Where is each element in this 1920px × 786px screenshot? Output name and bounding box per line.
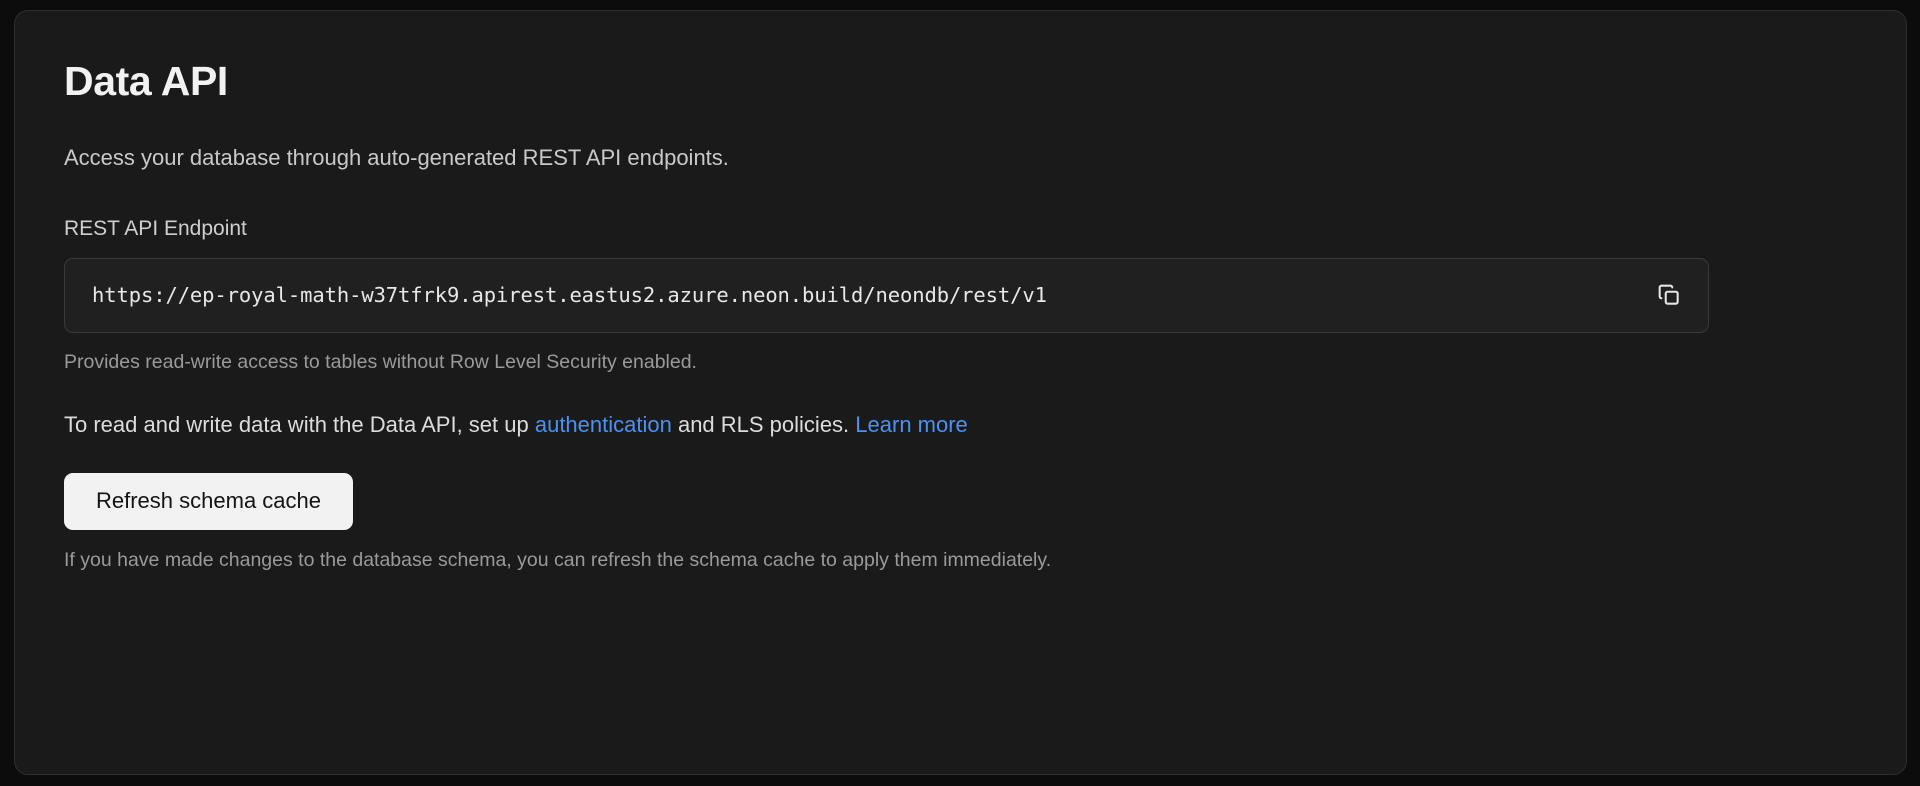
rls-middle-text: and RLS policies. <box>671 412 856 438</box>
endpoint-helper-text: Provides read-write access to tables wit… <box>64 350 697 373</box>
card-subtitle: Access your database through auto-genera… <box>64 145 729 170</box>
rls-instruction-line: To read and write data with the Data API… <box>64 411 1906 440</box>
endpoint-field-label: REST API Endpoint <box>64 216 247 240</box>
copy-icon <box>1656 282 1682 308</box>
page-title: Data API <box>64 58 228 104</box>
endpoint-input-row[interactable]: https://ep-royal-math-w37tfrk9.apirest.e… <box>64 257 1709 333</box>
copy-endpoint-button[interactable] <box>1652 278 1686 312</box>
learn-more-link[interactable]: Learn more <box>855 412 968 438</box>
data-api-card: Data API Access your database through au… <box>14 10 1907 775</box>
authentication-link[interactable]: authentication <box>534 412 672 438</box>
refresh-schema-note: If you have made changes to the database… <box>64 548 1052 571</box>
rls-prefix-text: To read and write data with the Data API… <box>64 412 535 438</box>
refresh-schema-cache-button[interactable]: Refresh schema cache <box>64 472 353 530</box>
endpoint-url-value[interactable]: https://ep-royal-math-w37tfrk9.apirest.e… <box>92 283 1047 308</box>
